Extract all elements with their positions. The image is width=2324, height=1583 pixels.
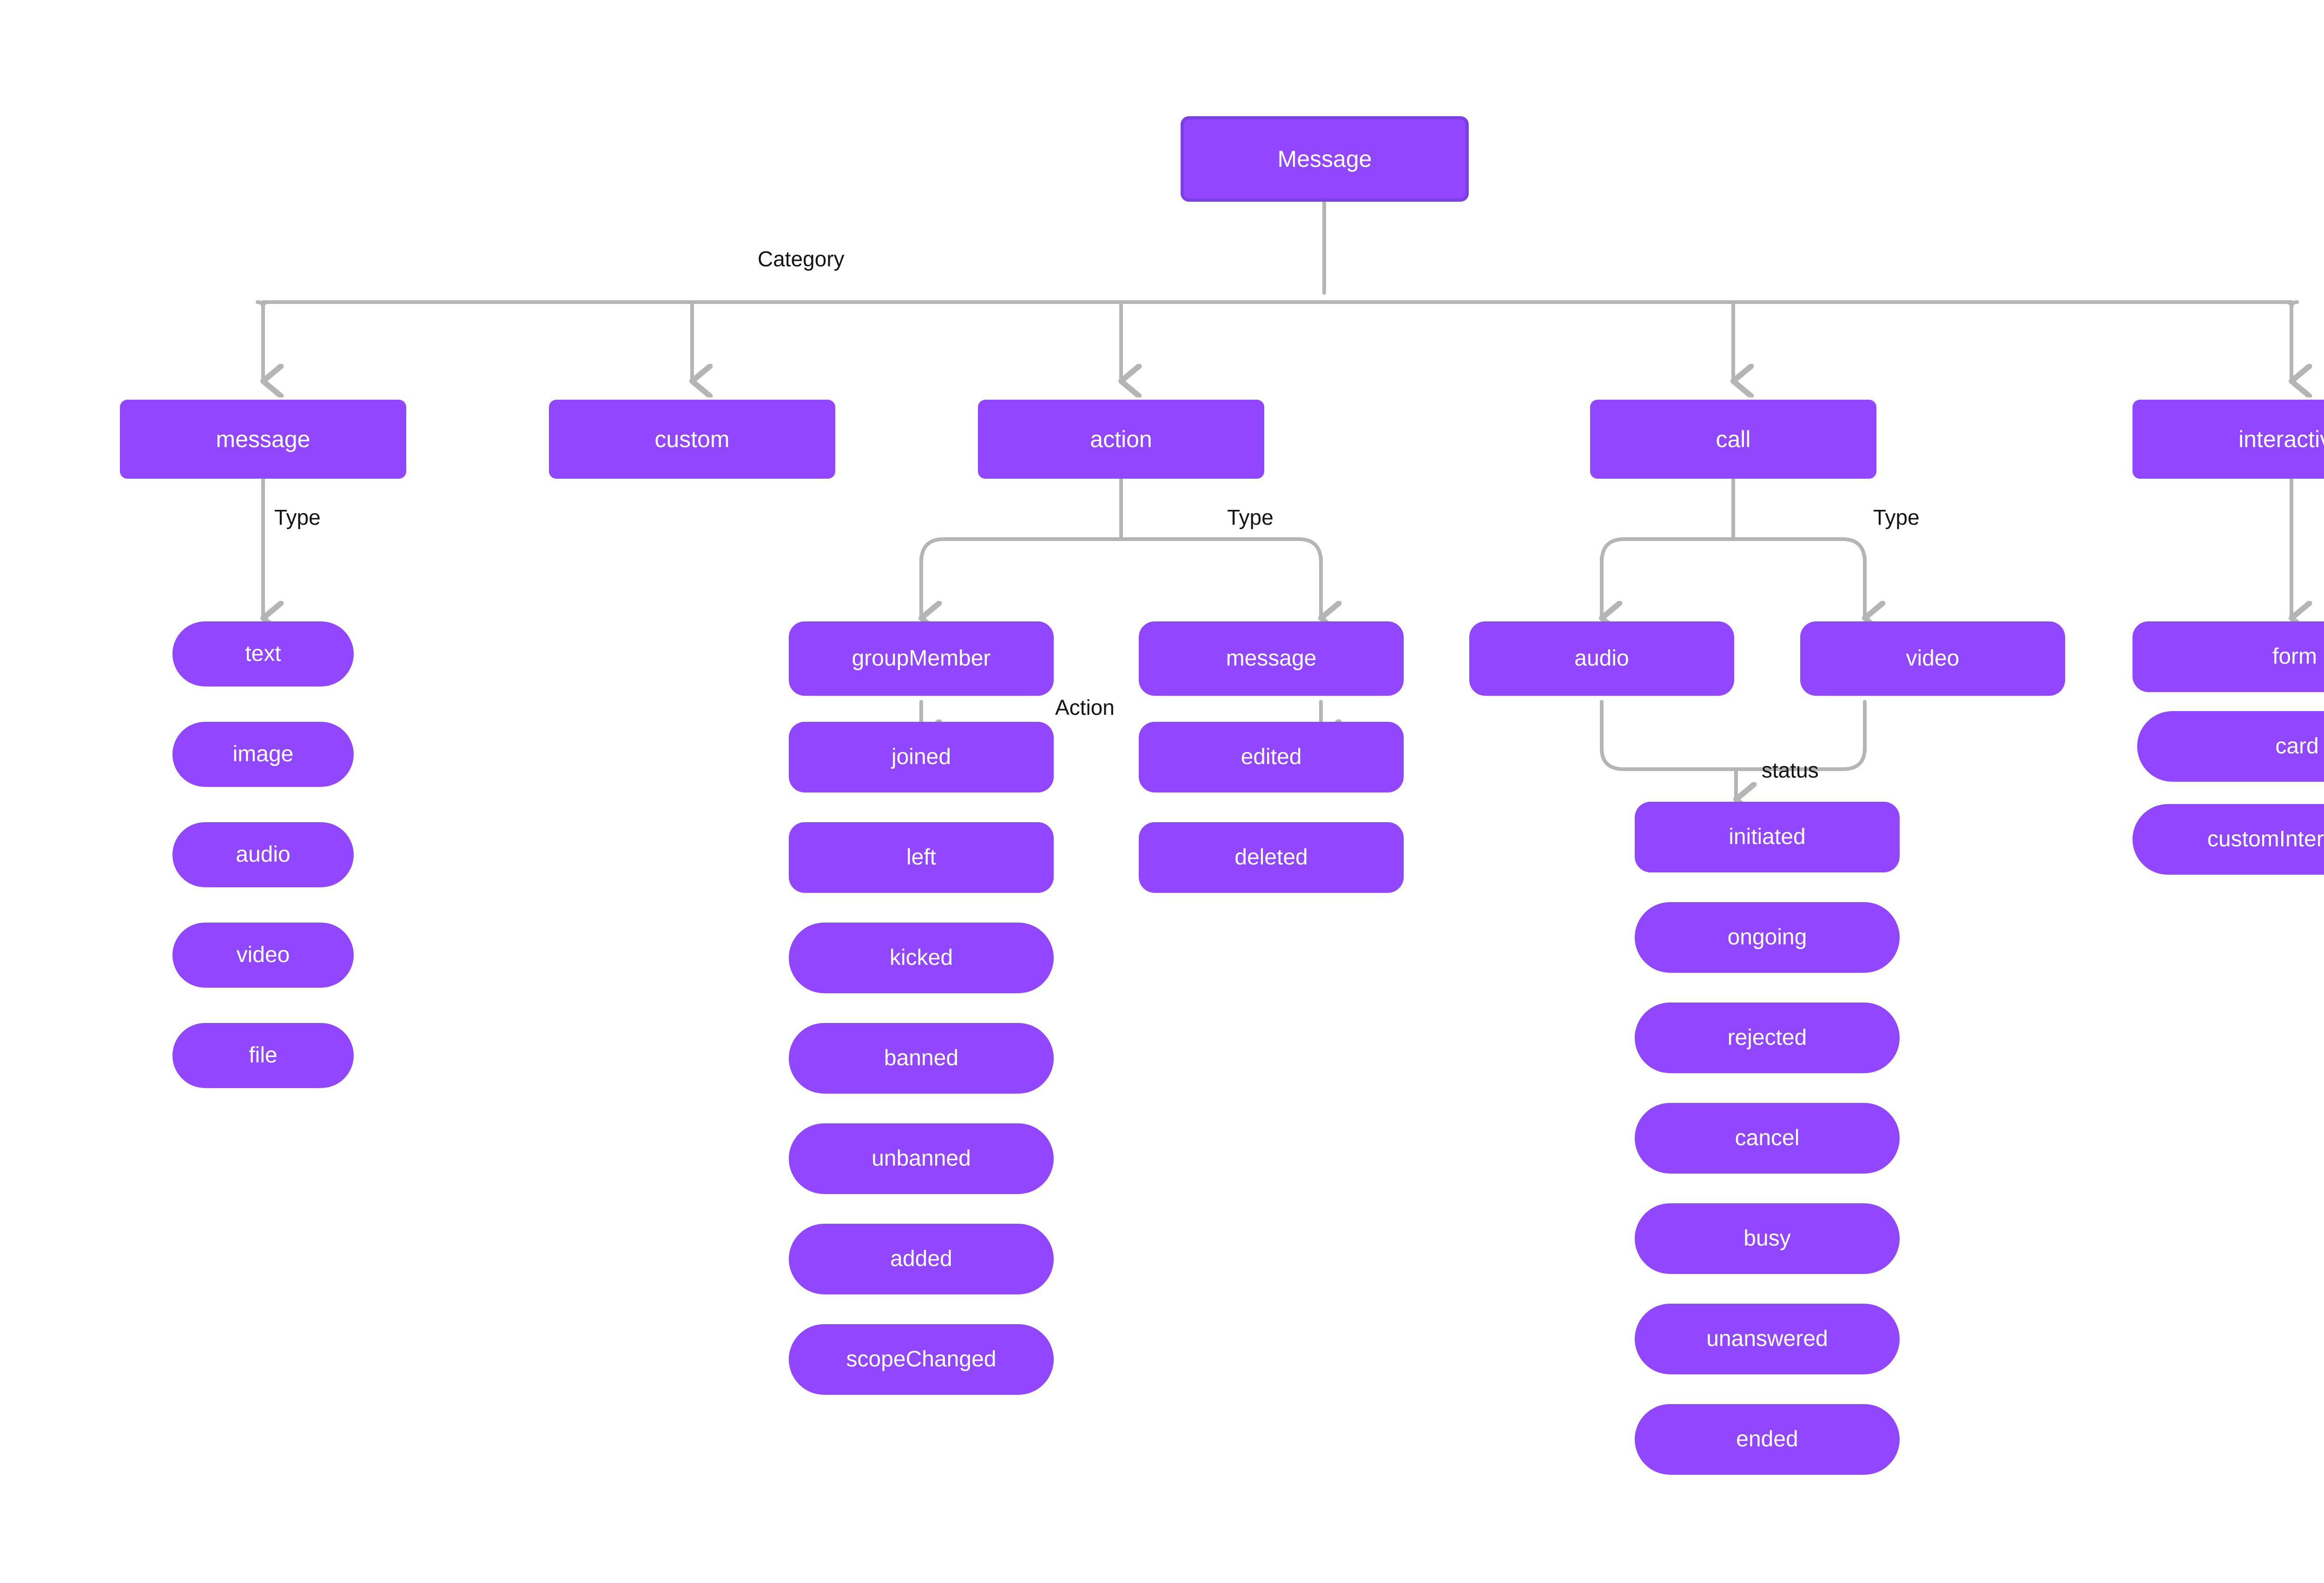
node-label: message (216, 426, 310, 452)
node-call-status-ended[interactable]: ended (1635, 1404, 1900, 1475)
node-call-status-ongoing[interactable]: ongoing (1635, 902, 1900, 973)
node-label: initiated (1729, 824, 1806, 849)
node-message-type-audio[interactable]: audio (172, 822, 354, 887)
node-label: card (2275, 733, 2319, 759)
node-label: image (232, 741, 294, 766)
node-message-type-text[interactable]: text (172, 621, 354, 686)
node-label: custom (654, 426, 730, 452)
node-label: unbanned (872, 1146, 971, 1171)
node-groupmember-action-unbanned[interactable]: unbanned (789, 1123, 1054, 1194)
node-label: deleted (1235, 844, 1308, 870)
node-category-action[interactable]: action (978, 400, 1264, 479)
node-category-custom[interactable]: custom (549, 400, 835, 479)
node-groupmember-action-scopechanged[interactable]: scopeChanged (789, 1324, 1054, 1395)
node-interactive-type-form[interactable]: form (2133, 621, 2324, 692)
node-interactive-type-custominteractive[interactable]: customInteractive (2133, 804, 2324, 875)
node-label: customInteractive (2207, 826, 2324, 851)
node-label: unanswered (1706, 1326, 1828, 1351)
node-groupmember-action-added[interactable]: added (789, 1224, 1054, 1294)
node-call-status-rejected[interactable]: rejected (1635, 1003, 1900, 1073)
node-label: call (1716, 426, 1751, 452)
node-call-status-unanswered[interactable]: unanswered (1635, 1304, 1900, 1374)
edge-label-type-call: Type (1873, 505, 1920, 529)
node-label: ongoing (1727, 924, 1807, 950)
node-label: action (1090, 426, 1152, 452)
node-call-status-busy[interactable]: busy (1635, 1203, 1900, 1274)
node-category-call[interactable]: call (1590, 400, 1876, 479)
node-message-type-file[interactable]: file (172, 1023, 354, 1088)
node-label: interactive (2238, 426, 2324, 452)
node-message-action-edited[interactable]: edited (1139, 722, 1404, 792)
node-groupmember-action-joined[interactable]: joined (789, 722, 1054, 792)
node-interactive-type-card[interactable]: card (2137, 711, 2324, 782)
node-call-type-video[interactable]: video (1800, 621, 2065, 696)
node-label: edited (1241, 744, 1302, 769)
node-groupmember-action-banned[interactable]: banned (789, 1023, 1054, 1094)
edge-label-action: Action (1055, 695, 1115, 719)
node-label: video (1906, 646, 1960, 671)
node-label: left (906, 844, 937, 870)
node-label: audio (1574, 646, 1629, 671)
node-label: Message (1277, 145, 1372, 172)
node-groupmember-action-kicked[interactable]: kicked (789, 923, 1054, 993)
node-action-type-message[interactable]: message (1139, 621, 1404, 696)
node-label: added (890, 1246, 952, 1271)
node-message-type-video[interactable]: video (172, 923, 354, 988)
node-groupmember-action-left[interactable]: left (789, 822, 1054, 893)
node-root-message[interactable]: Message (1181, 116, 1469, 202)
node-call-status-initiated[interactable]: initiated (1635, 802, 1900, 872)
node-call-status-cancel[interactable]: cancel (1635, 1103, 1900, 1174)
node-category-message[interactable]: message (120, 400, 406, 479)
node-label: busy (1743, 1226, 1791, 1251)
node-label: video (236, 942, 290, 967)
node-label: banned (884, 1045, 959, 1070)
node-label: groupMember (852, 646, 991, 671)
edge-label-type-message: Type (274, 505, 321, 529)
node-label: scopeChanged (846, 1346, 997, 1372)
node-label: joined (891, 744, 951, 769)
node-call-type-audio[interactable]: audio (1469, 621, 1734, 696)
node-label: file (249, 1042, 277, 1068)
edge-label-category: Category (758, 247, 845, 271)
node-message-type-image[interactable]: image (172, 722, 354, 787)
edge-label-status: status (1762, 758, 1819, 782)
node-label: form (2272, 644, 2317, 669)
node-action-type-groupmember[interactable]: groupMember (789, 621, 1054, 696)
node-label: ended (1736, 1426, 1798, 1451)
node-label: message (1226, 646, 1317, 671)
node-label: rejected (1727, 1025, 1807, 1050)
node-label: kicked (889, 945, 953, 970)
node-category-interactive[interactable]: interactive (2133, 400, 2324, 479)
node-label: text (245, 641, 281, 666)
edge-label-type-action: Type (1227, 505, 1274, 529)
node-message-action-deleted[interactable]: deleted (1139, 822, 1404, 893)
node-label: audio (236, 842, 290, 867)
node-label: cancel (1735, 1125, 1800, 1150)
